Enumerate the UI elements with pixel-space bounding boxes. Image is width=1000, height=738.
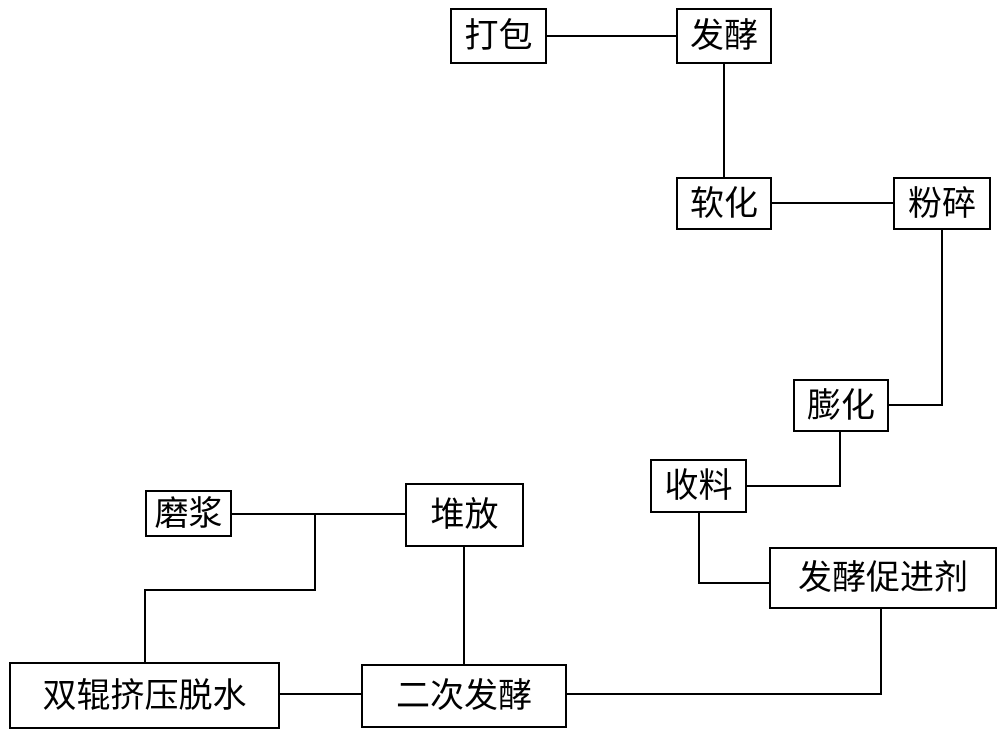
node-dabao: 打包 <box>450 8 547 64</box>
connector-cujinji-ercifajiao <box>567 609 882 695</box>
node-shouliao: 收料 <box>650 459 747 513</box>
connector-fensui-penghua <box>889 230 943 406</box>
connector-penghua-shouliao <box>747 432 841 487</box>
node-mojiang: 磨浆 <box>145 490 232 537</box>
connector-shouliao-cujinji <box>698 513 769 584</box>
node-penghua: 膨化 <box>793 379 889 432</box>
node-duifang: 堆放 <box>405 483 524 547</box>
node-shuanggun: 双辊挤压脱水 <box>9 662 280 729</box>
node-ercifajiao: 二次发酵 <box>361 664 567 728</box>
node-ruanhua: 软化 <box>676 177 772 230</box>
node-fensui: 粉碎 <box>893 177 991 230</box>
connector-shuanggun-junction <box>144 514 316 662</box>
node-cujinji: 发酵促进剂 <box>769 547 997 609</box>
node-fajiao: 发酵 <box>676 8 772 64</box>
